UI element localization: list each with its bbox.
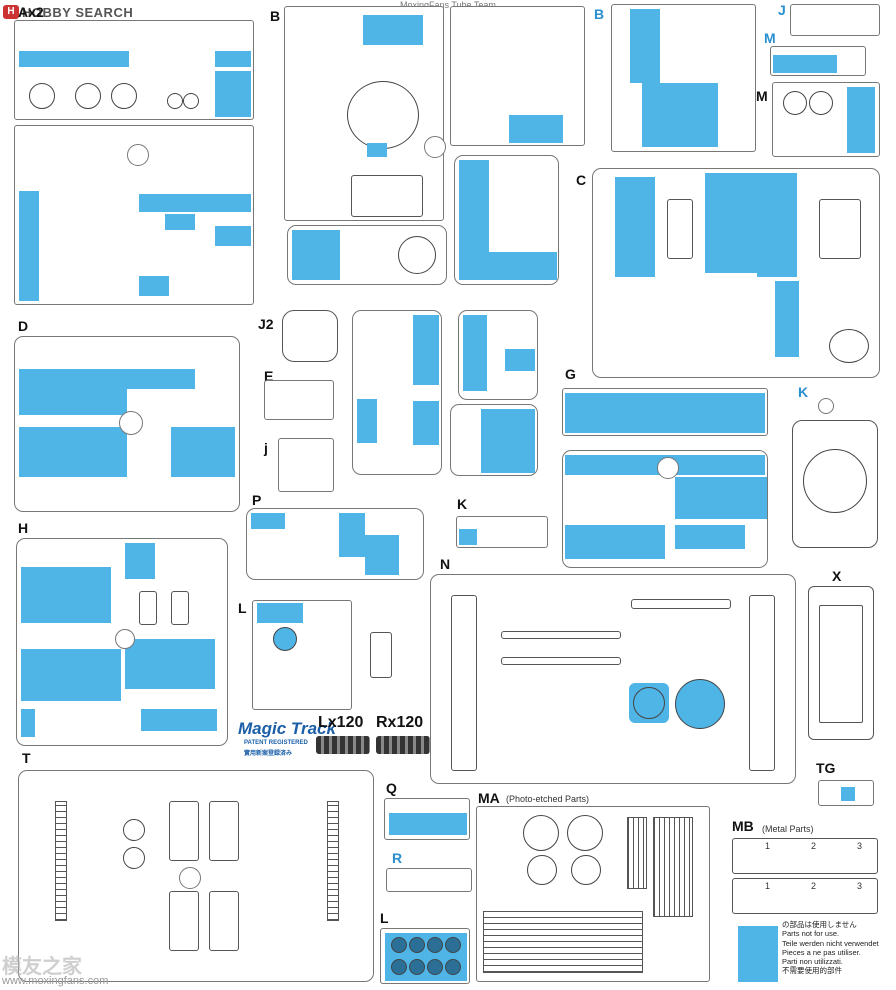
sprue-q [384, 798, 470, 840]
sprue-j-small [278, 438, 334, 492]
logo-icon: H [3, 5, 19, 19]
sprue-label-c: C [576, 172, 587, 188]
sprue-center-left [352, 310, 442, 475]
sprue-label-n: N [440, 556, 451, 572]
sprue-label-m: M [756, 88, 768, 104]
sprue-label-ma: MA [478, 790, 500, 806]
track-left-label: Lx120 [318, 714, 364, 731]
logo-text: HOBBY SEARCH [22, 4, 134, 20]
sprue-r [386, 868, 472, 892]
bottom-watermark-cn: 模友之家 [2, 956, 82, 978]
sprue-e [264, 380, 334, 420]
sprue-b-blue [611, 4, 756, 152]
sprue-h [16, 538, 228, 746]
sprue-m-blue [770, 46, 866, 76]
metal-part-number: 3 [857, 881, 863, 891]
magic-track-logo: Magic Track [238, 719, 336, 738]
sprue-t [18, 770, 374, 982]
bottom-watermark-url: www.moxingfans.com [2, 975, 109, 987]
sprue-b-main [284, 6, 444, 221]
sprue-n [430, 574, 796, 784]
sprue-label-ma-sub: (Photo-etched Parts) [506, 794, 590, 804]
sprue-label-g: G [565, 366, 576, 382]
metal-part-number: 3 [857, 841, 863, 851]
part-l-arm [370, 632, 392, 678]
sprue-k-runner [818, 398, 834, 414]
track-right-label: Rx120 [376, 714, 424, 731]
sprue-center-right [458, 310, 538, 400]
sprue-ax2-top [14, 20, 254, 120]
sprue-p [246, 508, 424, 580]
top-watermark: MoxingFans Tube Team [400, 0, 496, 10]
sprue-m [772, 82, 880, 157]
sprue-label-q: Q [386, 780, 397, 796]
metal-part-row-2: 1 2 3 [732, 878, 878, 914]
legend-line: Parts not for use. [782, 929, 840, 939]
legend-line: 不需要使用的部件 [782, 966, 842, 976]
site-logo: H HOBBY SEARCH [3, 4, 133, 20]
sprue-label-j: J [778, 2, 786, 18]
sprue-label-k: K [457, 496, 468, 512]
metal-part-number: 1 [765, 881, 771, 891]
sprue-l [252, 600, 352, 710]
sprue-label-tg: TG [816, 760, 836, 776]
sprue-label-l-bottom: L [380, 910, 389, 926]
track-left-icon [316, 736, 370, 754]
part-k-hull [792, 420, 878, 548]
sprue-g-top [562, 388, 768, 436]
sprue-label-j2: J2 [258, 316, 274, 332]
sprue-j [790, 4, 880, 36]
sprue-label-x: X [832, 568, 842, 584]
sprue-ma-photo-etch [476, 806, 710, 982]
legend-line: Pieces a ne pas utiliser. [782, 947, 861, 957]
sprue-label-t: T [22, 750, 31, 766]
sprue-label-h: H [18, 520, 29, 536]
sprue-d [14, 336, 240, 512]
sprue-b-right [450, 6, 585, 146]
metal-part-row-1: 1 2 3 [732, 838, 878, 874]
metal-part-number: 1 [765, 841, 771, 851]
sprue-b-runner [424, 136, 446, 158]
patent-text: PATENT REGISTERED [244, 740, 308, 746]
legend-line: Parti non utilizzati. [782, 957, 843, 967]
sprue-k [456, 516, 548, 548]
sprue-c [592, 168, 880, 378]
sprue-label-ax2: Ax2 [18, 4, 44, 20]
track-right-icon [376, 736, 430, 754]
legend-note: の部品は使用しません Parts not for use. Teile werd… [782, 920, 879, 976]
sprue-label-k-blue: K [798, 384, 809, 400]
sprue-b-lower-right [454, 155, 559, 285]
legend-swatch [738, 926, 778, 982]
sprue-label-d: D [18, 318, 29, 334]
sprue-tg [818, 780, 874, 806]
sprue-label-l: L [238, 600, 247, 616]
sprue-label-m-blue: M [764, 30, 776, 46]
legend-line: Teile werden nicht verwendet [782, 938, 879, 948]
sprue-b-lower [287, 225, 447, 285]
sprue-label-j-small: j [264, 440, 268, 456]
sprue-label-mb: MB [732, 818, 754, 834]
part-j2-turret [282, 310, 338, 362]
sprue-label-mb-sub: (Metal Parts) [762, 824, 814, 834]
sprue-g-bottom [562, 450, 768, 568]
patent-text-cn: 實用新案登録済み [244, 751, 293, 757]
sprue-label-e: E [264, 368, 274, 384]
sprue-label-b-blue: B [594, 6, 605, 22]
sprue-l-bottom [380, 928, 470, 984]
part-x-hull [808, 586, 874, 740]
metal-part-number: 2 [811, 881, 817, 891]
sprue-label-b: B [270, 8, 281, 24]
sprue-ax2-bottom [14, 125, 254, 305]
sprue-label-r: R [392, 850, 403, 866]
sprue-label-p: P [252, 492, 262, 508]
metal-part-number: 2 [811, 841, 817, 851]
sprue-center-lower [450, 404, 538, 476]
legend-line: の部品は使用しません [782, 920, 857, 929]
